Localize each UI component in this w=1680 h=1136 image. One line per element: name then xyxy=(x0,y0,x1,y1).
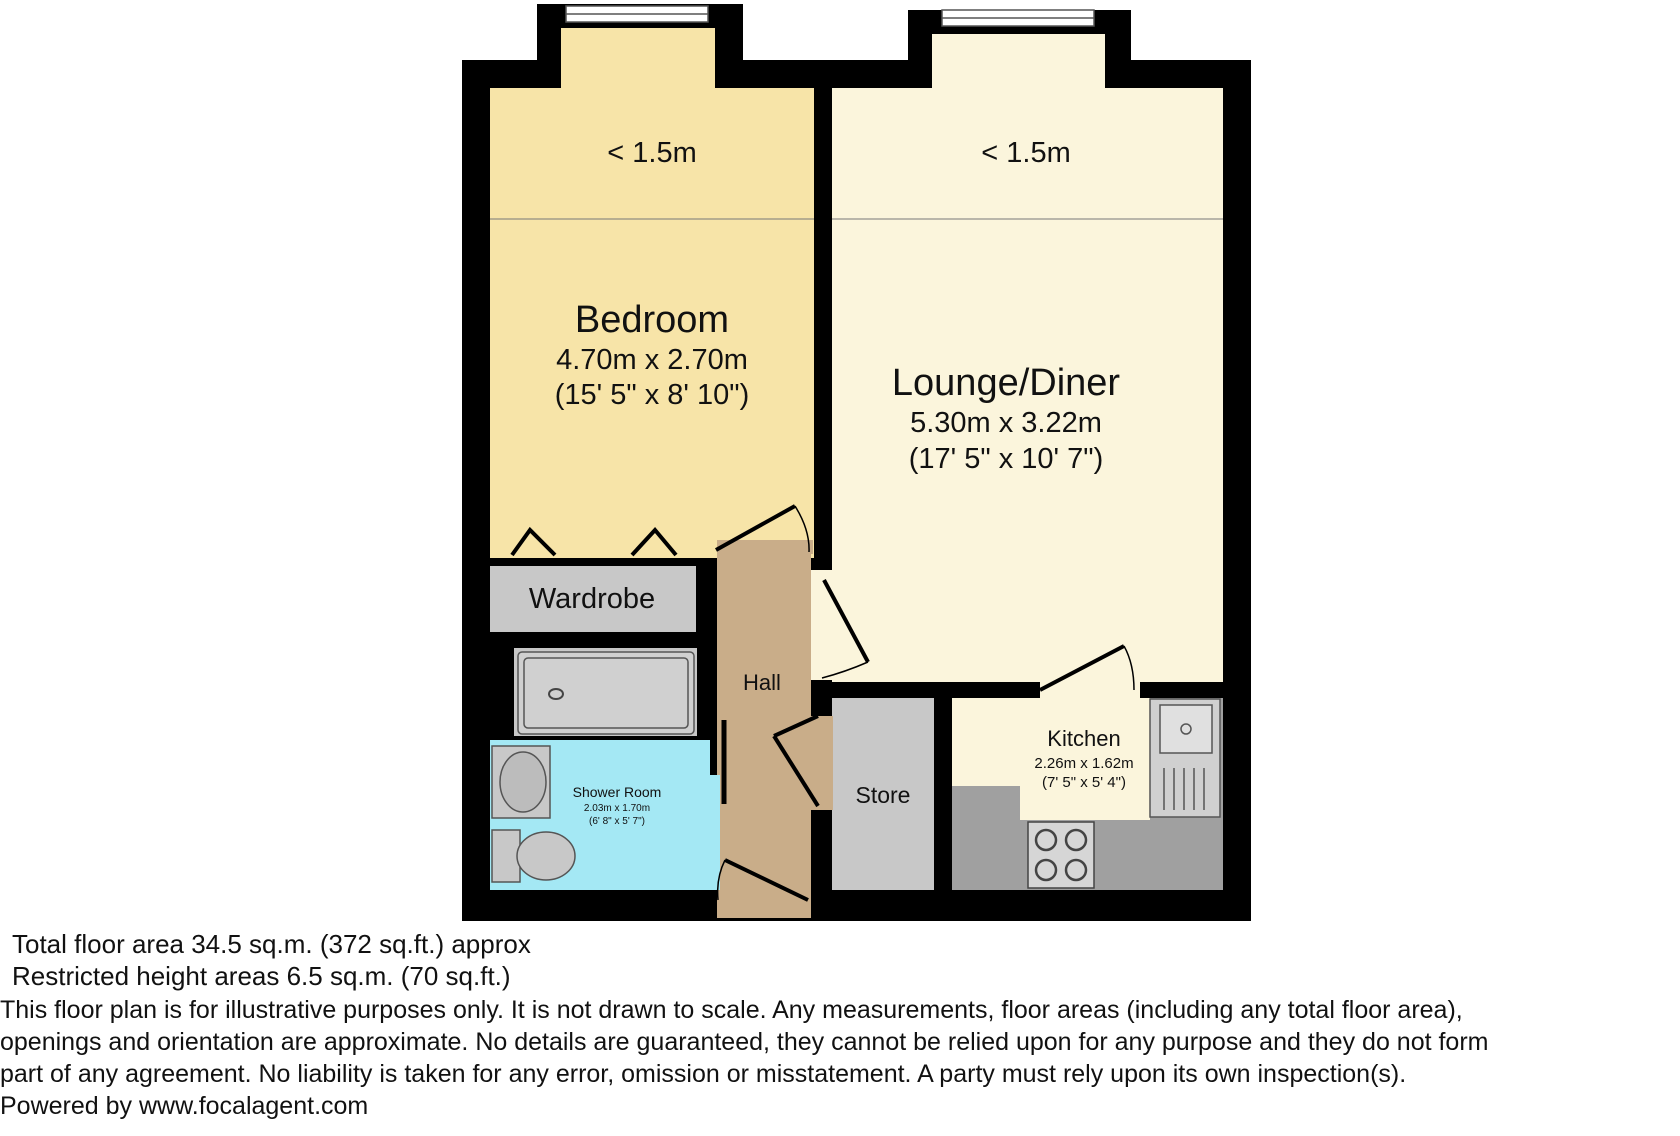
shower-door-opening xyxy=(708,775,720,890)
basin xyxy=(491,745,551,819)
lounge-metric: 5.30m x 3.22m xyxy=(910,407,1102,439)
lounge-floor xyxy=(832,88,1223,682)
bedroom-name: Bedroom xyxy=(575,299,729,341)
kitchen-imperial: (7' 5" x 5' 4") xyxy=(1042,774,1126,791)
window-bedroom xyxy=(561,5,715,88)
wardrobe-name: Wardrobe xyxy=(529,583,655,615)
store-door-opening xyxy=(811,716,833,810)
bedroom-metric: 4.70m x 2.70m xyxy=(556,344,748,376)
store-floor xyxy=(832,698,934,890)
bedroom-imperial: (15' 5" x 8' 10") xyxy=(555,379,749,411)
powered-by-link[interactable]: Powered by www.focalagent.com xyxy=(0,1092,369,1120)
disclaimer: This floor plan is for illustrative purp… xyxy=(0,994,1680,1090)
shower-room-metric: 2.03m x 1.70m xyxy=(584,803,650,814)
disclaimer-line: openings and orientation are approximate… xyxy=(0,1028,1489,1056)
disclaimer-line: This floor plan is for illustrative purp… xyxy=(0,996,1463,1024)
shower-room-imperial: (6' 8" x 5' 7") xyxy=(589,816,645,827)
restricted-height-area: Restricted height areas 6.5 sq.m. (70 sq… xyxy=(12,961,511,991)
hall-floor xyxy=(717,552,811,918)
lounge-restricted-label: < 1.5m xyxy=(981,137,1070,169)
shower-tray xyxy=(517,651,695,735)
lounge-imperial: (17' 5" x 10' 7") xyxy=(909,443,1103,475)
floor-plan: < 1.5m < 1.5m Bedroom 4.70m x 2.70m (15'… xyxy=(462,4,1251,921)
store-name: Store xyxy=(856,782,911,808)
bedroom-door-opening xyxy=(717,540,813,554)
total-floor-area: Total floor area 34.5 sq.m. (372 sq.ft.)… xyxy=(12,929,531,959)
shower-room-name: Shower Room xyxy=(573,784,662,800)
footer: Total floor area 34.5 sq.m. (372 sq.ft.)… xyxy=(0,928,1680,1122)
bedroom-restricted-label: < 1.5m xyxy=(607,137,696,169)
hall-name: Hall xyxy=(743,670,781,695)
kitchen-hob xyxy=(1027,821,1095,889)
bedroom-floor xyxy=(490,88,814,558)
kitchen-door-opening xyxy=(1040,682,1140,700)
toilet xyxy=(491,829,576,883)
disclaimer-line: part of any agreement. No liability is t… xyxy=(0,1060,1407,1088)
lounge-door-opening xyxy=(811,570,833,680)
kitchen-sink xyxy=(1149,698,1221,818)
lounge-name: Lounge/Diner xyxy=(892,362,1121,404)
kitchen-name: Kitchen xyxy=(1047,726,1120,751)
wardrobe-floor xyxy=(490,566,696,632)
kitchen-metric: 2.26m x 1.62m xyxy=(1034,755,1133,772)
window-lounge xyxy=(932,9,1105,88)
door-swings xyxy=(510,504,1135,902)
